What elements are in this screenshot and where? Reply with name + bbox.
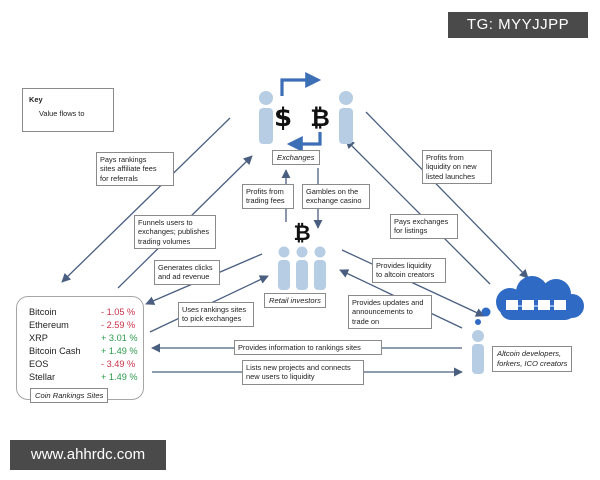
coin-name: Bitcoin Cash xyxy=(29,346,81,356)
person-body xyxy=(472,344,484,374)
exchanges-actor: $ ₿ xyxy=(259,72,353,152)
arrow-altcoin-to-exchanges xyxy=(345,139,491,285)
arrow-exchanges-to-rankings xyxy=(61,117,231,283)
person-body xyxy=(278,260,290,290)
key-title: Key xyxy=(29,95,43,104)
coin-name: XRP xyxy=(29,333,48,343)
profits-trading-fees-label: Profits from trading fees xyxy=(242,184,294,209)
coin-row: EOS - 3.49 % xyxy=(29,358,141,370)
person-head xyxy=(472,330,484,342)
person-head xyxy=(259,91,273,105)
uses-rankings-label: Uses rankings sites to pick exchanges xyxy=(178,302,254,327)
cycle-arrow-top xyxy=(280,72,322,96)
coin-row: XRP + 3.01 % xyxy=(29,332,141,344)
coin-row: Bitcoin - 1.05 % xyxy=(29,306,141,318)
person-body xyxy=(314,260,326,290)
retail-actor: ₿ xyxy=(278,221,326,290)
person-head xyxy=(278,246,290,258)
altcoin-developers-label: Altcoin developers, forkers, ICO creator… xyxy=(492,346,573,372)
altcoin-actor xyxy=(472,276,584,374)
coin-row: Stellar + 1.49 % xyxy=(29,371,141,383)
watermark-bottom: www.ahhrdc.com xyxy=(10,440,166,470)
coin-name: EOS xyxy=(29,359,49,369)
coin-change: - 3.49 % xyxy=(101,359,136,369)
key-text: Value flows to xyxy=(39,109,85,118)
provides-updates-label: Provides updates and announcements to tr… xyxy=(348,295,432,329)
coin-row: Bitcoin Cash + 1.49 % xyxy=(29,345,141,357)
coin-rankings-sites-label: Coin Rankings Sites xyxy=(30,388,109,403)
coin-rankings-panel: Bitcoin - 1.05 % Ethereum - 2.59 % XRP +… xyxy=(16,296,144,400)
person-head xyxy=(296,246,308,258)
provides-information-label: Provides information to rankings sites xyxy=(234,340,382,356)
person-body xyxy=(296,260,308,290)
generates-clicks-label: Generates clicks and ad revenue xyxy=(154,260,220,285)
coin-name: Bitcoin xyxy=(29,307,57,317)
coin-name: Stellar xyxy=(29,372,56,382)
watermark-top: TG: MYYJJPP xyxy=(448,12,588,38)
pays-rankings-fees-label: Pays rankings sites affiliate fees for r… xyxy=(96,152,174,186)
gambles-casino-label: Gambles on the exchange casino xyxy=(302,184,370,209)
thought-bubble-small xyxy=(475,319,481,325)
arrow-exchanges-to-altcoin xyxy=(365,111,529,279)
lists-new-projects-label: Lists new projects and connects new user… xyxy=(242,360,364,385)
coin-change: - 2.59 % xyxy=(101,320,136,330)
arrow-retail-to-altcoin xyxy=(341,249,485,317)
bitcoin-icon: ₿ xyxy=(310,104,330,132)
coin-row: Ethereum - 2.59 % xyxy=(29,319,141,331)
coin-change: + 3.01 % xyxy=(101,333,138,343)
coin-change: + 1.49 % xyxy=(101,372,138,382)
person-body xyxy=(259,108,273,144)
exchanges-label: Exchanges xyxy=(272,150,320,165)
funnels-users-label: Funnels users to exchanges; publishes tr… xyxy=(134,215,216,249)
pays-listings-label: Pays exchanges for listings xyxy=(390,214,458,239)
retail-investors-label: Retail investors xyxy=(264,293,326,308)
cloud-icon xyxy=(496,276,584,320)
coin-name: Ethereum xyxy=(29,320,69,330)
cycle-arrow-bottom xyxy=(286,132,322,152)
dollar-icon: $ xyxy=(274,103,292,133)
bitcoin-icon: ₿ xyxy=(293,221,310,245)
profits-liquidity-label: Profits from liquidity on new listed lau… xyxy=(422,150,492,184)
person-head xyxy=(314,246,326,258)
thought-bubble-medium xyxy=(481,307,491,317)
person-head xyxy=(339,91,353,105)
legend-key: Key Value flows to xyxy=(22,88,114,132)
provides-liquidity-label: Provides liquidity to altcoin creators xyxy=(372,258,446,283)
coin-change: - 1.05 % xyxy=(101,307,136,317)
person-body xyxy=(339,108,353,144)
coin-change: + 1.49 % xyxy=(101,346,138,356)
